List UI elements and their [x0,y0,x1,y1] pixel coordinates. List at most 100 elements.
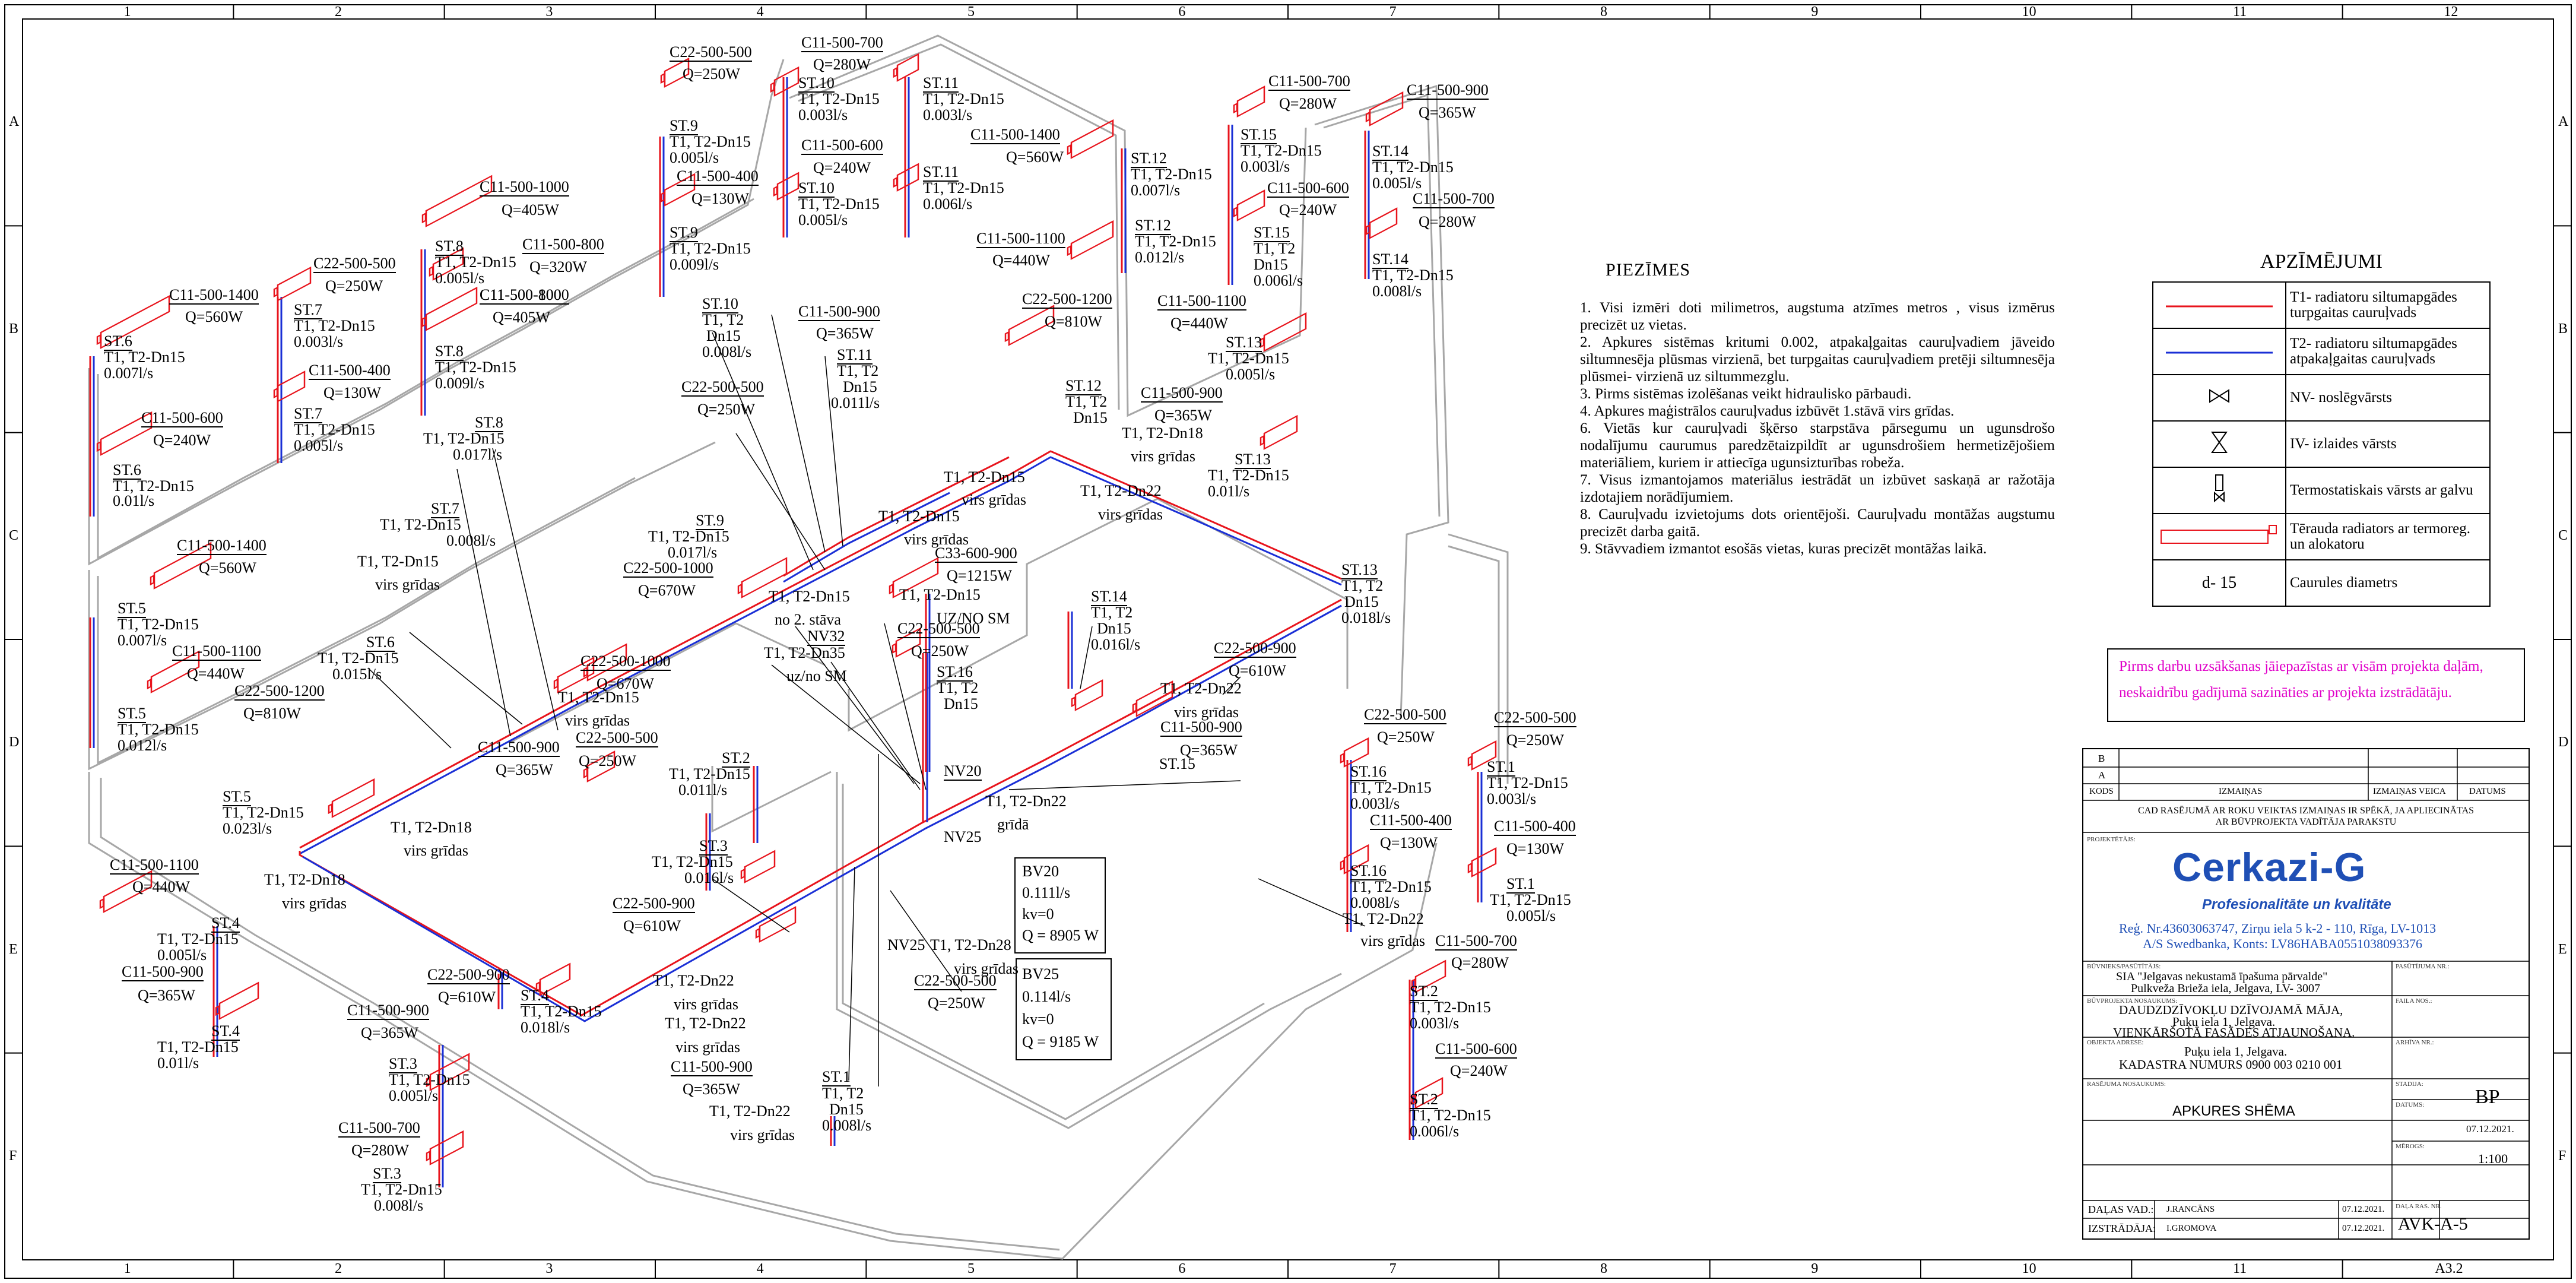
company-bank: A/S Swedbanka, Konts: LV86HABA0551038093… [2143,936,2422,951]
radiator-type-label: C11-500-700 [1435,932,1517,951]
grid-column-label: 5 [967,4,975,20]
radiator-type-label: C11-500-800 [480,286,561,303]
riser-label: ST.6 [104,332,132,351]
riser-label: ST.13 [1341,561,1378,579]
rev-header-by: IZMAIŅAS VEICA [2373,787,2446,796]
object-address: Puķu iela 1, Jelgava. [2184,1044,2288,1059]
grid-row-label: F [2558,1148,2567,1164]
pipe-label: T1, T2-Dn22 [665,1015,746,1032]
pipe-label: virs grīdas [904,531,969,548]
radiator-type-label: C22-500-500 [313,255,396,273]
project-label: BŪVPROJEKTA NOSAUKUMS: [2087,997,2178,1005]
riser-label: ST.5 [118,705,146,723]
riser-label: ST.15 [1254,224,1290,242]
bv25-kv: kv=0 [1022,1010,1054,1028]
order-label: PASŪTĪJUMA NR.: [2396,963,2450,970]
grid-row-label: E [2558,941,2567,957]
riser-label: NV25 [944,828,982,845]
pipe-label: 0.012l/s [118,737,167,754]
pipe-label: 0.017l/s [453,446,503,463]
legend-row: NV- noslēgvārsts [2152,374,2491,422]
heat-load-label: Q=365W [1180,742,1238,759]
pipe-label: 0.006l/s [923,195,973,213]
note-6: 6. Vietās kur cauruļvadi šķērso starpstā… [1580,420,2055,471]
heat-load-label: Q=365W [138,987,195,1004]
heat-load-label: Q=365W [496,761,553,778]
riser-label: ST.13 [1235,451,1271,469]
pipe-label: T1, T2-Dn15 [104,349,185,366]
note-9: 9. Stāvvadiem izmantot esošās vietas, ku… [1580,541,1987,557]
pipe-label: virs grīdas [565,712,630,729]
pipe-label: T1, T2-Dn18 [391,819,472,836]
heat-load-label: Q=560W [1006,148,1064,166]
sign-role-2: IZSTRĀDĀJA: [2088,1222,2156,1234]
pipe-label: no 2. stāva [775,611,841,628]
legend-text: IV- izlaides vārsts [2285,420,2491,468]
pipe-label: T1, T2-Dn15 [899,586,981,603]
legend-text: Caurules diametrs [2285,559,2491,607]
note-3: 3. Pirms sistēmas izolēšanas veikt hidra… [1580,386,1912,402]
date-label: DATUMS: [2396,1101,2425,1108]
riser-label: ST.3 [699,837,728,856]
grid-row-label: C [9,527,19,543]
object-label: OBJEKTA ADRESE: [2087,1039,2144,1046]
heat-load-label: Q=280W [1419,213,1476,230]
pipe-label: 0.009l/s [670,256,719,273]
pipe-label: T1, T2 [1065,393,1108,410]
radiator-type-label: C22-500-900 [613,895,695,913]
gate-valve-icon [2152,374,2286,422]
grid-row-label: B [9,321,19,337]
radiator-type-label: C11-500-700 [1268,72,1350,91]
heat-load-label: Q=130W [1506,840,1564,857]
radiator-type-label: C11-500-900 [1407,81,1489,100]
radiator-type-label: C11-500-1000 [480,286,569,305]
grid-column-label: 6 [1178,4,1186,20]
pipe-label: T1, T2-Dn22 [1343,910,1424,927]
pipe-label: 0.023l/s [223,820,272,837]
bv25-flow: 0.114l/s [1022,988,1071,1005]
radiator-type-label: C11-500-700 [338,1119,420,1138]
pipe-label: T1, T2-Dn15 [118,721,199,738]
pipe-label: virs grīdas [375,576,440,593]
grid-column-label: 7 [1389,4,1397,20]
riser-label: ST.3 [389,1055,417,1073]
pipe-label: 0.003l/s [1350,795,1400,812]
radiator-type-label: C11-500-600 [141,409,223,427]
pipe-label: T1, T2-Dn15 [1487,774,1568,791]
grid-column-label: 1 [123,4,131,20]
riser-label: ST.10 [798,74,835,93]
riser-label: ST.12 [1131,150,1167,168]
heat-load-label: Q=405W [502,201,559,218]
notes-title: PIEZĪMES [1606,260,1690,280]
pipe-label: virs grīdas [954,960,1019,977]
legend-row: IV- izlaides vārsts [2152,420,2491,468]
pipe-label: virs grīdas [1360,932,1426,949]
pipe-label: T1, T2-Dn15 [670,133,751,150]
pipe-label: T1, T2-Dn15 [1490,891,1571,908]
radiator-type-label: C22-500-1000 [580,652,671,671]
riser-label: ST.14 [1372,142,1408,161]
riser-label: ST.7 [294,301,322,319]
radiator-type-label: C11-500-1000 [480,178,569,197]
pipe-label: 0.003l/s [1241,158,1290,175]
pipe-label: T1, T2-Dn15 [357,553,439,570]
stage-value: BP [2475,1086,2500,1108]
pipe-label: 0.005l/s [435,270,485,287]
stage-label: STADIJA: [2396,1081,2423,1088]
pipe-label: 0.007l/s [104,365,154,382]
riser-label: ST.16 [1350,862,1387,880]
pipe-label: T1, T2-Dn15 [1241,142,1322,159]
pipe-label: 0.007l/s [1131,182,1181,199]
pipe-label: 0.005l/s [294,437,344,454]
grid-row-label: D [9,734,20,750]
grid-column-label: 4 [756,4,764,20]
pipe-label: 0.003l/s [294,333,344,350]
radiator-type-label: C11-500-900 [122,963,204,981]
date-value: 07.12.2021. [2466,1123,2514,1135]
pipe-label: T1, T2-Dn15 [423,430,505,447]
pipe-label: 0.01l/s [1208,483,1250,500]
riser-label: ST.12 [1065,377,1102,395]
grid-row-label: B [2558,321,2568,337]
heat-load-label: Q=365W [361,1024,418,1041]
